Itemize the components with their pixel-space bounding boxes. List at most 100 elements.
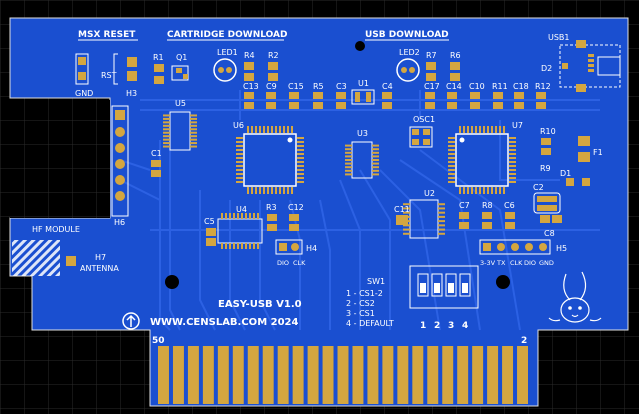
header-h4[interactable] [275, 239, 303, 255]
pad [345, 151, 352, 154]
pad [190, 124, 197, 127]
led2 [396, 58, 420, 82]
pad [345, 162, 352, 165]
pad [509, 173, 516, 175]
pad [249, 243, 251, 249]
dip-switch[interactable] [409, 265, 479, 309]
pad [233, 243, 235, 249]
pad [245, 213, 247, 219]
ref-u4: U4 [236, 205, 247, 214]
pad [163, 142, 170, 145]
pad [297, 161, 304, 163]
h5-pin-dio: DIO [524, 259, 536, 267]
pad [345, 166, 352, 169]
ref-r9: R9 [540, 164, 551, 173]
pad [442, 346, 454, 404]
pad [502, 346, 514, 404]
pad [503, 187, 505, 194]
pad [412, 346, 424, 404]
pad [163, 138, 170, 141]
svg-text:C18: C18 [513, 82, 529, 91]
svg-text:C9: C9 [266, 82, 277, 91]
pad [491, 187, 493, 194]
hf-module-keepout [12, 240, 60, 276]
pad [479, 126, 481, 133]
pad [233, 213, 235, 219]
pad [236, 157, 243, 159]
pad [78, 57, 86, 65]
pad [372, 144, 379, 147]
pad [297, 157, 304, 159]
ref-c5: C5 [204, 217, 215, 226]
pad [448, 169, 455, 171]
pad [438, 232, 445, 235]
mounting-hole [496, 275, 510, 289]
pad [236, 149, 243, 151]
pad [217, 346, 229, 404]
pad [255, 187, 257, 194]
pad [241, 213, 243, 219]
pad [297, 145, 304, 147]
pad [190, 131, 197, 134]
pad [467, 126, 469, 133]
pad [297, 141, 304, 143]
header-h3[interactable] [75, 53, 137, 85]
h4-label: H4 [306, 244, 317, 253]
ref-u5: U5 [175, 99, 186, 108]
pad [225, 243, 227, 249]
pad [471, 126, 473, 133]
pad [297, 165, 304, 167]
ref-u3: U3 [357, 129, 368, 138]
pad [448, 165, 455, 167]
pad [495, 126, 497, 133]
usb-connector [559, 40, 621, 92]
pad [509, 177, 516, 179]
passive-row: C13 C9 C15 R5 C3 U1 C4 C17 C14 C10 R11 C… [243, 79, 551, 109]
pad [438, 215, 445, 218]
pad [448, 157, 455, 159]
pad [352, 346, 364, 404]
pad [221, 243, 223, 249]
pad [509, 161, 516, 163]
pad [457, 346, 469, 404]
pad [475, 126, 477, 133]
pad [463, 126, 465, 133]
ref-r8: R8 [482, 201, 493, 210]
pad [509, 137, 516, 139]
pad [202, 346, 214, 404]
trace-layer [119, 90, 600, 331]
pad [190, 121, 197, 124]
pad [438, 207, 445, 210]
pad [495, 187, 497, 194]
ref-d1: D1 [560, 169, 571, 178]
header-h6[interactable] [111, 105, 129, 217]
pad [427, 346, 439, 404]
pad [236, 177, 243, 179]
pad [259, 187, 261, 194]
pad [190, 145, 197, 148]
pad [438, 228, 445, 231]
pad [253, 243, 255, 249]
chip-u6 [236, 126, 304, 194]
ref-u6: U6 [233, 121, 244, 130]
board-title: EASY-USB V1.0 [218, 299, 302, 310]
pad [345, 148, 352, 151]
h5-pin-33v: 3-3V [480, 259, 496, 267]
board-website: WWW.CENSLAB.COM 2024 [150, 317, 298, 328]
svg-text:R5: R5 [313, 82, 324, 91]
pad [487, 126, 489, 133]
header-h5[interactable] [479, 239, 551, 255]
pad [345, 159, 352, 161]
header-h7[interactable] [66, 256, 76, 266]
pad [237, 243, 239, 249]
hf-module-label: HF MODULE [32, 225, 80, 234]
pad [345, 155, 352, 158]
ref-r6: R6 [450, 51, 461, 60]
pad [503, 126, 505, 133]
ref-c7: C7 [459, 201, 470, 210]
pad [448, 153, 455, 155]
ref-r4: R4 [244, 51, 255, 60]
pad [372, 169, 379, 172]
ref-c1: C1 [151, 149, 162, 158]
pad [448, 137, 455, 139]
